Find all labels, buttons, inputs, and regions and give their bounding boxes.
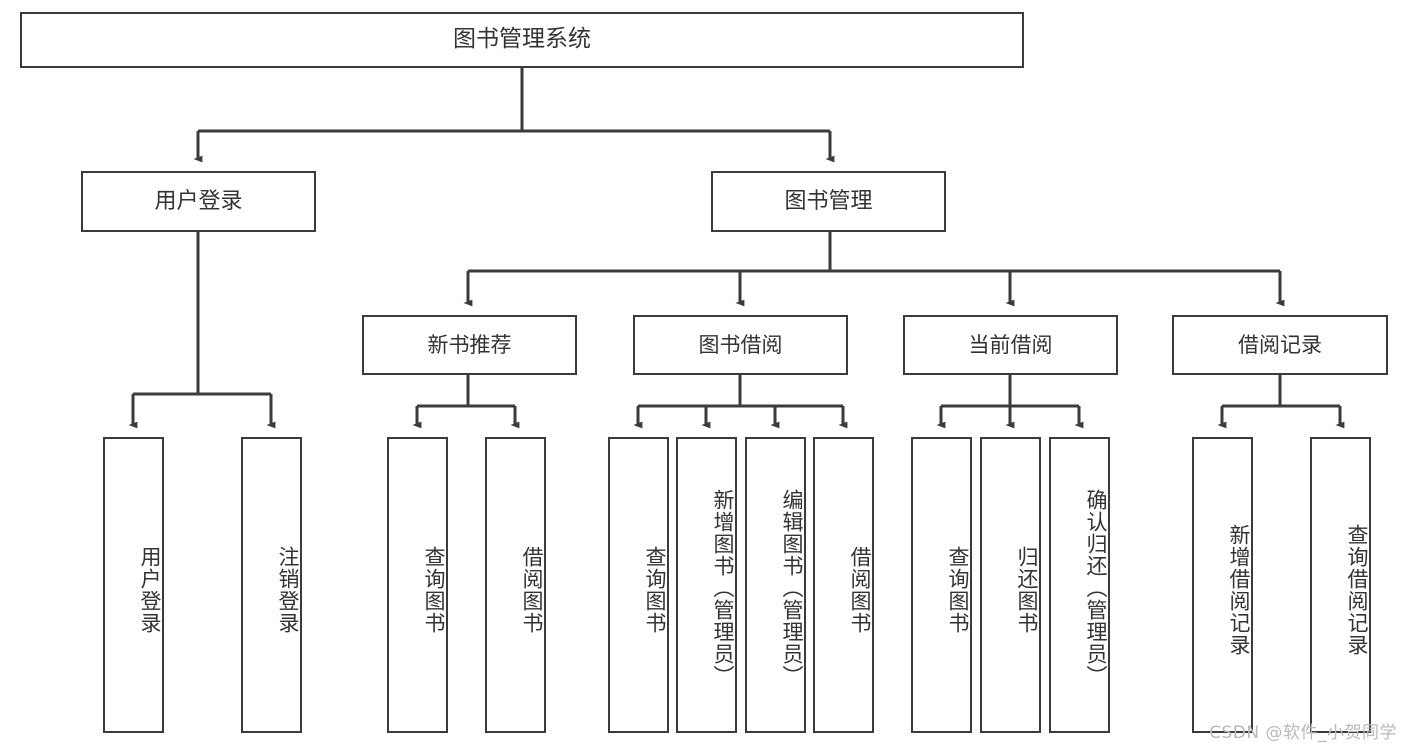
leaf-new-book-query-book-label: 查询图书 [422,546,446,634]
leaf-current-borrow-confirm-return[interactable]: 确认归还（管理员） [1049,437,1110,733]
node-new-book-recommend-label: 新书推荐 [427,332,512,357]
leaf-borrow-record-query-record-label: 查询借阅记录 [1345,524,1369,656]
node-current-borrow[interactable]: 当前借阅 [903,315,1118,375]
node-user-login[interactable]: 用户登录 [81,171,316,232]
node-book-management-label: 图书管理 [784,188,873,214]
node-borrow-record[interactable]: 借阅记录 [1172,315,1388,375]
leaf-user-login-login-label: 用户登录 [138,546,162,634]
node-root-system[interactable]: 图书管理系统 [20,12,1024,68]
leaf-user-login-logout[interactable]: 注销登录 [241,437,302,733]
leaf-new-book-query-book[interactable]: 查询图书 [387,437,448,733]
node-borrow-record-label: 借阅记录 [1238,332,1322,357]
node-user-login-label: 用户登录 [154,188,243,214]
leaf-borrow-record-query-record[interactable]: 查询借阅记录 [1310,437,1371,733]
leaf-current-borrow-confirm-return-label: 确认归还（管理员） [1084,489,1108,687]
leaf-book-borrow-add-book-label: 新增图书（管理员） [711,489,735,687]
node-book-borrow[interactable]: 图书借阅 [633,315,848,375]
leaf-book-borrow-query-book-label: 查询图书 [643,546,667,634]
leaf-book-borrow-borrow-book[interactable]: 借阅图书 [813,437,874,733]
watermark-text: CSDN @软件_小贺同学 [1209,723,1397,743]
leaf-book-borrow-borrow-book-label: 借阅图书 [848,546,872,634]
node-current-borrow-label: 当前借阅 [968,332,1053,357]
leaf-current-borrow-return-book[interactable]: 归还图书 [980,437,1041,733]
leaf-book-borrow-query-book[interactable]: 查询图书 [608,437,669,733]
leaf-new-book-borrow-book[interactable]: 借阅图书 [485,437,546,733]
leaf-borrow-record-add-record-label: 新增借阅记录 [1227,524,1251,656]
leaf-borrow-record-add-record[interactable]: 新增借阅记录 [1192,437,1253,733]
leaf-book-borrow-add-book[interactable]: 新增图书（管理员） [676,437,737,733]
node-book-borrow-label: 图书借阅 [698,332,783,357]
node-book-management[interactable]: 图书管理 [711,171,946,232]
leaf-book-borrow-edit-book-label: 编辑图书（管理员） [780,489,804,687]
leaf-current-borrow-query-book-label: 查询图书 [946,546,970,634]
leaf-current-borrow-return-book-label: 归还图书 [1015,546,1039,634]
leaf-user-login-logout-label: 注销登录 [276,546,300,634]
leaf-user-login-login[interactable]: 用户登录 [103,437,164,733]
leaf-book-borrow-edit-book[interactable]: 编辑图书（管理员） [745,437,806,733]
node-root-system-label: 图书管理系统 [453,26,591,53]
leaf-new-book-borrow-book-label: 借阅图书 [520,546,544,634]
leaf-current-borrow-query-book[interactable]: 查询图书 [911,437,972,733]
node-new-book-recommend[interactable]: 新书推荐 [362,315,577,375]
